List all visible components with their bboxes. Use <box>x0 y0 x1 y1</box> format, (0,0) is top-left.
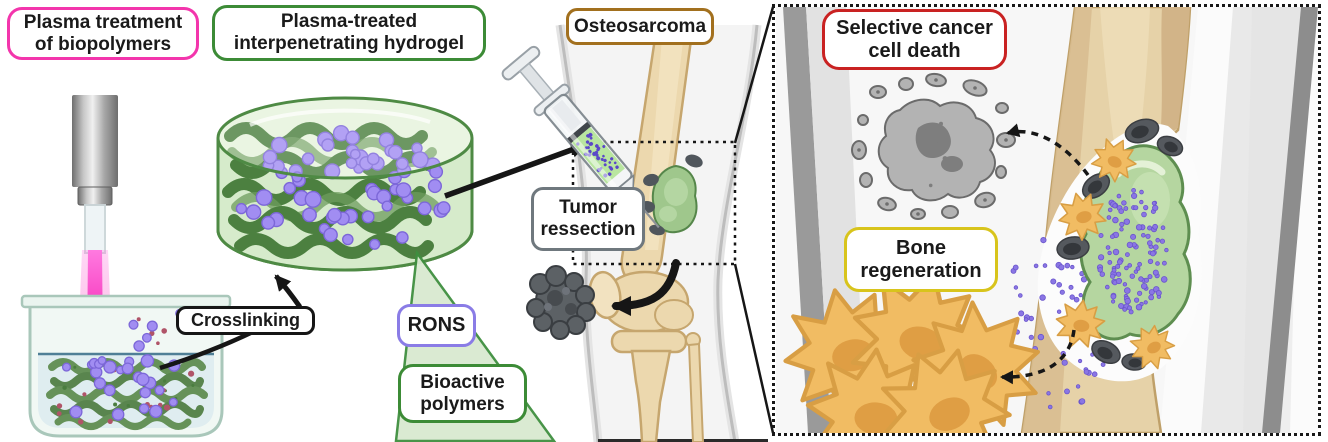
label-crosslinking: Crosslinking <box>176 306 315 335</box>
dead-cancer-cell-icon <box>851 72 1016 220</box>
magnified-hydrogel-icon <box>1079 144 1192 341</box>
magnified-view-frame <box>772 4 1321 436</box>
zoom-connector-lines <box>733 6 775 434</box>
label-osteosarcoma: Osteosarcoma <box>566 8 714 45</box>
label-hydrogel: Plasma-treated interpenetrating hydrogel <box>212 5 486 61</box>
label-bioactive-polymers: Bioactive polymers <box>398 364 527 423</box>
regeneration-arrow <box>1000 329 1076 385</box>
hydrogel-disc-icon <box>216 96 474 272</box>
label-selective-cancer-cell-death: Selective cancer cell death <box>822 9 1007 70</box>
injection-arrow <box>444 142 587 199</box>
magnified-panel-graphics <box>776 7 1318 433</box>
label-bone-regeneration: Bone regeneration <box>844 227 998 292</box>
syringe-icon <box>501 45 660 229</box>
label-tumor-resection: Tumor ressection <box>531 187 645 251</box>
label-plasma-treatment: Plasma treatment of biopolymers <box>7 7 199 60</box>
beaker-icon <box>20 294 232 438</box>
tumor-icon <box>526 265 596 340</box>
cell-death-arrow <box>1006 123 1090 177</box>
label-rons: RONS <box>397 304 476 347</box>
resection-arrow <box>611 259 680 316</box>
cancer-cells-icon <box>1056 118 1184 371</box>
